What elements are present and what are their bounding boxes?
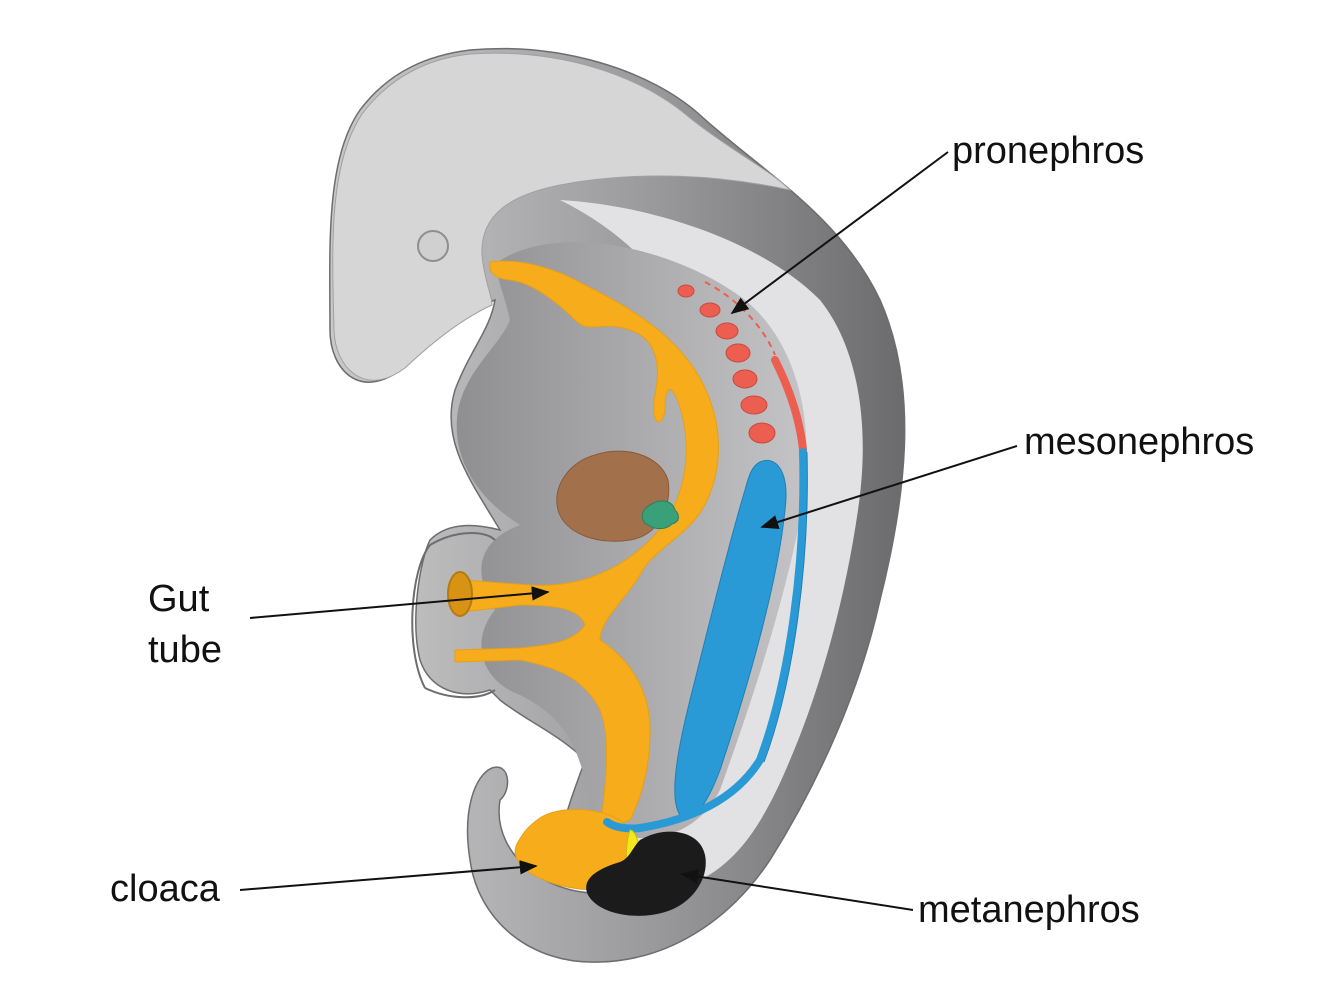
label-cloaca: cloaca [110, 868, 221, 910]
label-mesonephros: mesonephros [1024, 421, 1254, 463]
metanephros-leader [680, 869, 914, 911]
gut-tube [454, 260, 719, 831]
cloaca-leader [239, 860, 538, 891]
mesonephros-leader [760, 445, 1018, 529]
pronephros-leader [730, 151, 949, 315]
metanephros-shape [586, 831, 706, 916]
yolk-stalk [411, 532, 496, 699]
label-metanephros: metanephros [918, 889, 1140, 931]
mesonephric-duct [603, 448, 808, 833]
liver [556, 450, 670, 542]
gut-opening [447, 571, 473, 617]
embryo-head [332, 52, 792, 381]
label-pronephros: pronephros [952, 130, 1144, 172]
mesonephric-duct-outline [763, 451, 808, 763]
pronephros-tubules [677, 284, 776, 444]
label-gut-tube-line1: Gut [148, 578, 210, 620]
nephric-duct-red [771, 356, 807, 454]
gut-tube-leader [249, 586, 550, 619]
pancreas [641, 500, 679, 530]
otic-vesicle [417, 230, 449, 262]
label-gut-tube-line2: tube [148, 629, 222, 671]
nephric-duct-cranial [704, 281, 776, 356]
